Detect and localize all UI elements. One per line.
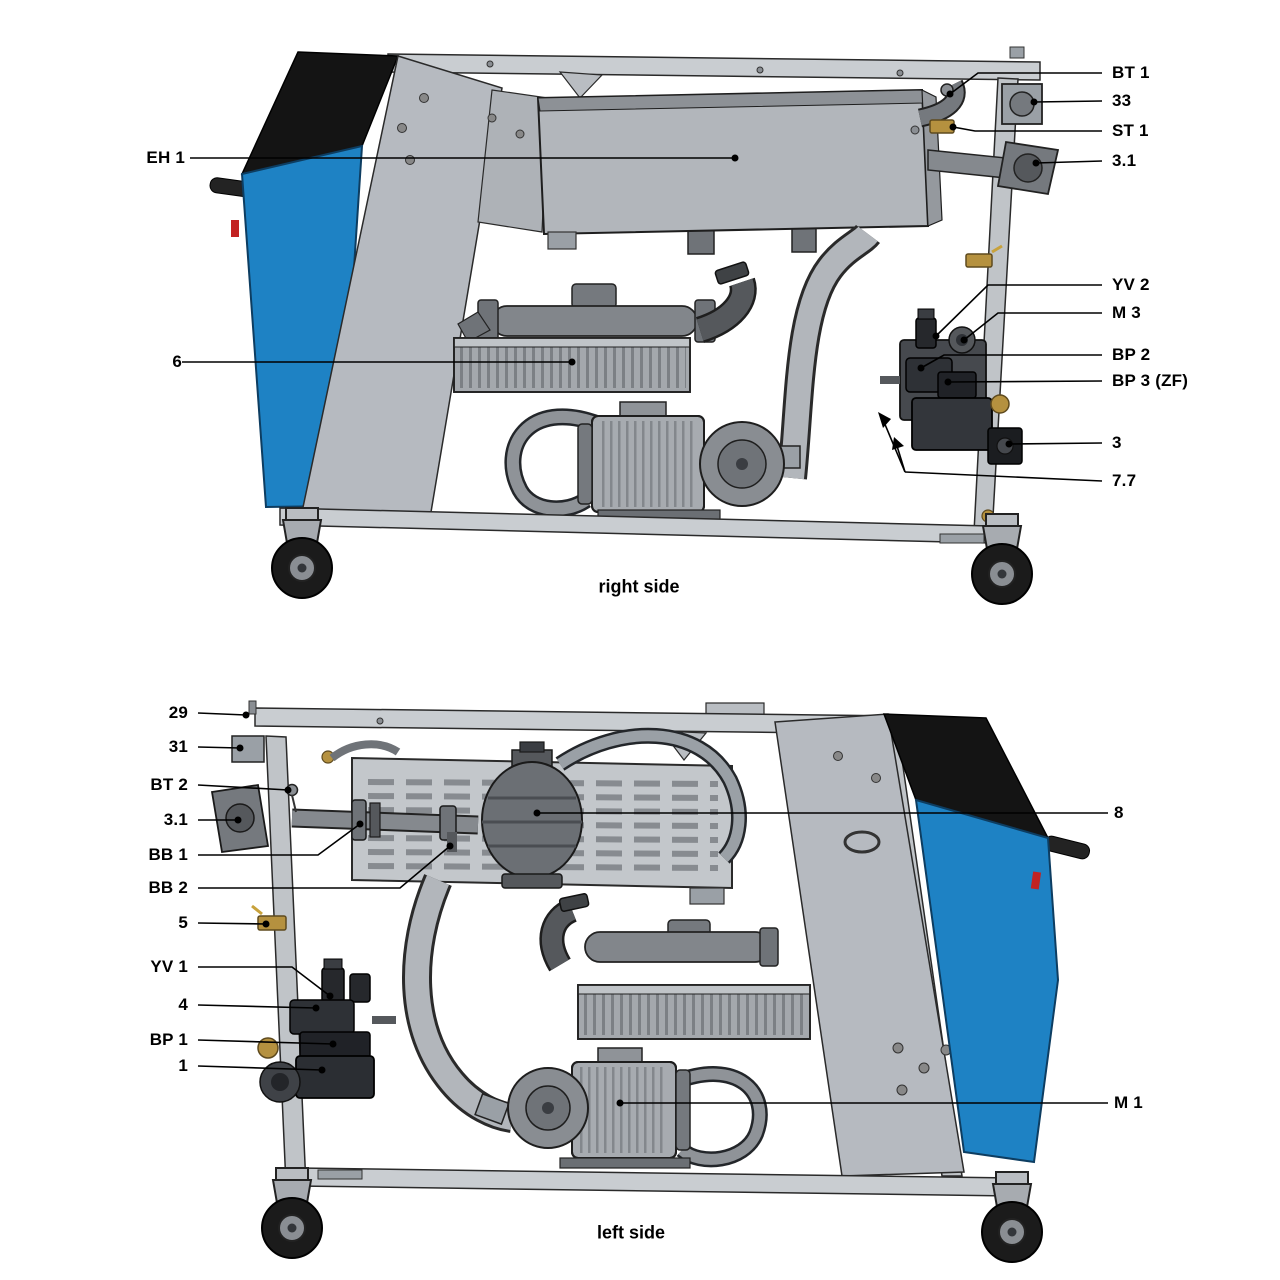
label-6: 6 — [172, 352, 182, 371]
label-7-7: 7.7 — [1112, 471, 1137, 490]
valve-cluster-right — [880, 308, 1023, 465]
suction-pipe — [402, 874, 515, 1133]
caption-right-side: right side — [598, 576, 680, 597]
label-31: 31 — [168, 737, 188, 756]
label-29: 29 — [168, 703, 188, 722]
flange-bb1 — [351, 799, 367, 841]
red-marker — [231, 220, 239, 237]
base-and-wheels — [271, 507, 1033, 605]
hood — [882, 713, 1091, 1164]
riser-pipe — [769, 223, 880, 480]
base-and-wheels — [261, 1167, 1043, 1263]
label-1: 1 — [178, 1056, 188, 1075]
label-bb1: BB 1 — [148, 845, 188, 864]
cooler — [539, 893, 811, 1040]
leaders-left-view — [197, 711, 1108, 1107]
pump-motor — [504, 401, 785, 521]
pump-motor-m1 — [507, 1047, 768, 1169]
block-4 — [289, 999, 355, 1035]
caption-left-side: left side — [596, 1222, 666, 1243]
side-panel — [301, 55, 549, 519]
view-right-side — [182, 46, 1103, 605]
brass-valve — [965, 253, 993, 268]
label-3-1-right: 3.1 — [1112, 151, 1137, 170]
damper-8 — [481, 741, 583, 889]
label-bb2: BB 2 — [148, 878, 188, 897]
label-5: 5 — [178, 913, 188, 932]
heater-eh1 — [536, 88, 943, 255]
label-yv1: YV 1 — [150, 957, 188, 976]
label-m3: M 3 — [1112, 303, 1141, 322]
bolt-29 — [248, 700, 257, 715]
cooler-6 — [453, 261, 757, 393]
label-3: 3 — [1112, 433, 1122, 452]
right-end-fittings — [917, 79, 1060, 268]
label-bt2: BT 2 — [150, 775, 188, 794]
label-yv2: YV 2 — [1112, 275, 1150, 294]
solenoid-yv2 — [915, 317, 937, 349]
leaders-right-view — [182, 72, 1103, 482]
label-eh1: EH 1 — [146, 148, 185, 167]
label-bp2: BP 2 — [1112, 345, 1151, 364]
valve-cluster-left — [257, 958, 396, 1103]
label-33: 33 — [1112, 91, 1132, 110]
label-m1: M 1 — [1114, 1093, 1143, 1112]
view-left-side — [197, 700, 1108, 1263]
label-bp1: BP 1 — [149, 1030, 188, 1049]
label-bp3-zf: BP 3 (ZF) — [1112, 371, 1189, 390]
pump-bp3 — [937, 371, 977, 399]
label-st1: ST 1 — [1112, 121, 1149, 140]
label-8: 8 — [1114, 803, 1124, 822]
top-hose — [555, 727, 747, 864]
red-marker — [1030, 871, 1042, 890]
block-1 — [295, 1055, 375, 1099]
label-bt1: BT 1 — [1112, 63, 1150, 82]
left-pipe-assembly — [210, 740, 479, 854]
label-3-1-left: 3.1 — [163, 810, 188, 829]
side-panel — [774, 713, 965, 1177]
label-4: 4 — [178, 995, 188, 1014]
